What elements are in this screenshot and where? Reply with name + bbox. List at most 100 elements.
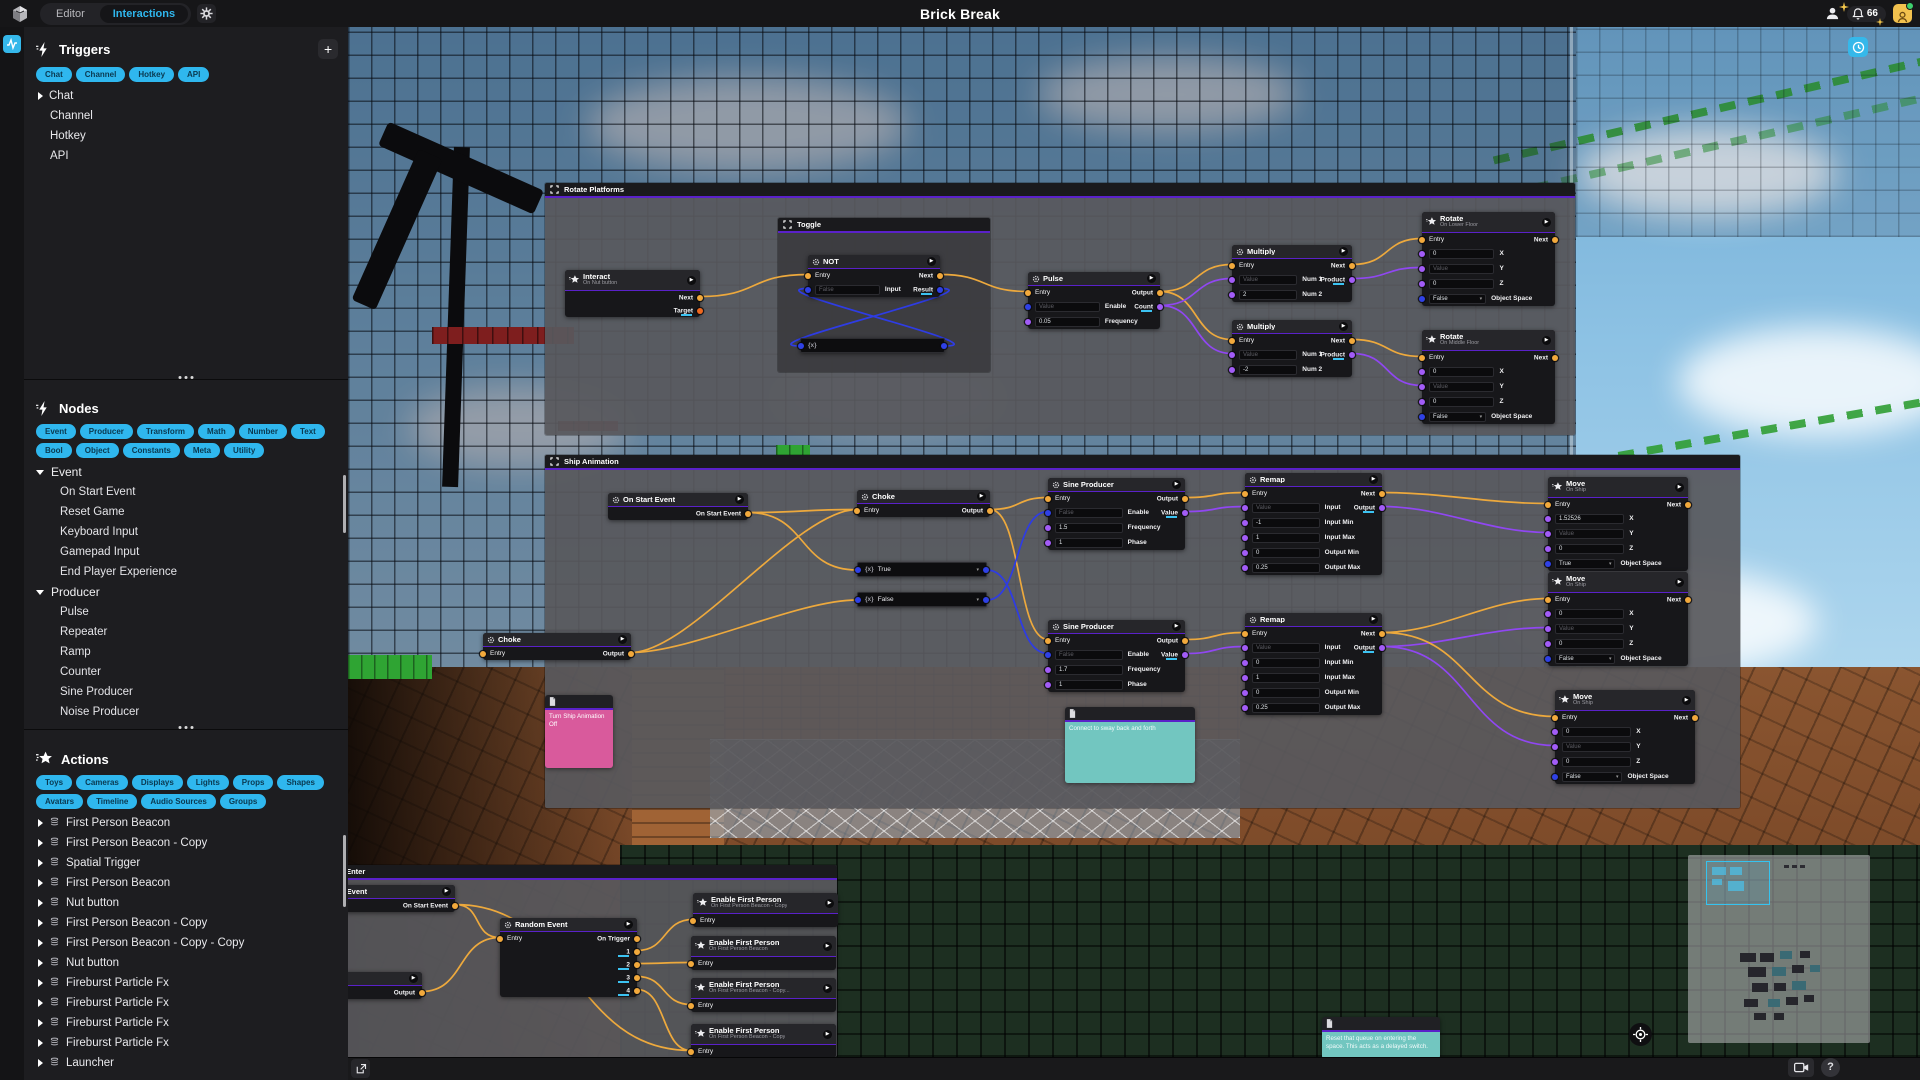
input-port[interactable] bbox=[1025, 319, 1031, 325]
filter-chip[interactable]: Shapes bbox=[277, 775, 323, 790]
trigger-item[interactable]: API bbox=[34, 146, 338, 166]
trigger-item[interactable]: Channel bbox=[34, 106, 338, 126]
output-port[interactable] bbox=[634, 988, 640, 994]
output-port[interactable] bbox=[1182, 638, 1188, 644]
action-item[interactable]: First Person Beacon - Copy - Copy bbox=[34, 933, 338, 953]
avatar[interactable] bbox=[1893, 4, 1912, 23]
filter-chip[interactable]: Meta bbox=[184, 443, 220, 458]
node-header[interactable]: MoveOn Ship▶ bbox=[1548, 572, 1688, 593]
node-header[interactable]: Sine Producer▶ bbox=[1048, 478, 1185, 492]
node-header[interactable]: NOT▶ bbox=[808, 255, 940, 269]
panel-resize-handle[interactable] bbox=[24, 379, 348, 389]
input-port[interactable] bbox=[480, 651, 486, 657]
input-port[interactable] bbox=[1242, 690, 1248, 696]
variable-value[interactable]: False bbox=[878, 596, 894, 603]
input-port[interactable] bbox=[1242, 535, 1248, 541]
graph-node[interactable]: RotateOn Lower Floor▶EntryNext0XValueY0Z… bbox=[1422, 212, 1555, 306]
value-field[interactable]: Value bbox=[1429, 382, 1494, 392]
input-port[interactable] bbox=[1552, 715, 1558, 721]
comment-note[interactable]: Turn Ship Animation Off bbox=[545, 695, 613, 768]
run-node-button[interactable]: ▶ bbox=[1172, 480, 1181, 489]
input-port[interactable] bbox=[1419, 355, 1425, 361]
input-port[interactable] bbox=[1545, 597, 1551, 603]
filter-chip[interactable]: Groups bbox=[220, 794, 266, 809]
value-field[interactable]: 0 bbox=[1252, 658, 1320, 668]
recenter-button[interactable] bbox=[1629, 1023, 1652, 1046]
node-header[interactable]: MoveOn Ship▶ bbox=[1548, 477, 1688, 498]
graph-node[interactable]: Enable First PersonOn First Person Beaco… bbox=[691, 1024, 836, 1058]
export-button[interactable] bbox=[351, 1059, 370, 1078]
value-field[interactable]: 0 bbox=[1429, 397, 1494, 407]
value-field[interactable]: 0.25 bbox=[1252, 563, 1320, 573]
input-port[interactable] bbox=[1045, 510, 1051, 516]
node-category[interactable]: Event bbox=[34, 462, 338, 482]
input-port[interactable] bbox=[1545, 516, 1551, 522]
graph-node[interactable]: MoveOn Ship▶EntryNext1.52526XValueY0ZTru… bbox=[1548, 477, 1688, 571]
help-button[interactable]: ? bbox=[1821, 1058, 1840, 1077]
value-field[interactable]: 0.05 bbox=[1035, 317, 1100, 327]
run-node-button[interactable]: ▶ bbox=[1542, 336, 1551, 345]
action-item[interactable]: Launcher bbox=[34, 1053, 338, 1073]
run-node-button[interactable]: ▶ bbox=[1339, 322, 1348, 331]
output-port[interactable] bbox=[1157, 290, 1163, 296]
expand-arrow-icon[interactable] bbox=[38, 1019, 43, 1027]
value-field[interactable]: False bbox=[1055, 650, 1123, 660]
run-node-button[interactable]: ▶ bbox=[442, 887, 451, 896]
input-port[interactable] bbox=[1545, 641, 1551, 647]
scrollbar[interactable] bbox=[343, 835, 346, 907]
expand-arrow-icon[interactable] bbox=[38, 859, 43, 867]
chevron-down-icon[interactable]: ▾ bbox=[976, 597, 979, 603]
graph-node[interactable]: RotateOn Middle Floor▶EntryNext0XValueY0… bbox=[1422, 330, 1555, 424]
input-port[interactable] bbox=[1545, 561, 1551, 567]
graph-node[interactable]: On Start Event▶On Start Event bbox=[608, 493, 748, 520]
action-item[interactable]: First Person Beacon - Copy bbox=[34, 833, 338, 853]
filter-chip[interactable]: Producer bbox=[80, 424, 133, 439]
value-field[interactable]: -2 bbox=[1239, 365, 1297, 375]
action-item[interactable]: Fireburst Particle Fx bbox=[34, 973, 338, 993]
value-field[interactable]: 0 bbox=[1252, 688, 1320, 698]
value-field[interactable]: 1 bbox=[1055, 538, 1123, 548]
run-node-button[interactable]: ▶ bbox=[624, 920, 633, 929]
node-header[interactable]: Sine Producer▶ bbox=[1048, 620, 1185, 634]
graph-node[interactable]: MoveOn Ship▶EntryNext0XValueY0ZFalse▾Obj… bbox=[1548, 572, 1688, 666]
graph-node[interactable]: Remap▶EntryNextValueInputOutput-1Input M… bbox=[1245, 473, 1382, 575]
value-field[interactable]: Value bbox=[1429, 264, 1494, 274]
expand-arrow-icon[interactable] bbox=[38, 919, 43, 927]
filter-chip[interactable]: Bool bbox=[36, 443, 72, 458]
expand-arrow-icon[interactable] bbox=[38, 879, 43, 887]
input-port[interactable] bbox=[1419, 414, 1425, 420]
dropdown[interactable]: False▾ bbox=[1429, 294, 1486, 304]
value-field[interactable]: False bbox=[1055, 508, 1123, 518]
input-port[interactable] bbox=[1229, 277, 1235, 283]
action-item[interactable]: Spatial Trigger bbox=[34, 853, 338, 873]
run-node-button[interactable]: ▶ bbox=[735, 495, 744, 504]
dropdown[interactable]: False▾ bbox=[1562, 772, 1622, 782]
note-header[interactable] bbox=[1322, 1017, 1440, 1032]
node-header[interactable]: Enable First PersonOn First Person Beaco… bbox=[691, 1024, 836, 1045]
run-node-button[interactable]: ▶ bbox=[977, 492, 986, 501]
input-port[interactable] bbox=[1242, 675, 1248, 681]
node-type-item[interactable]: Reset Game bbox=[34, 502, 338, 522]
run-node-button[interactable]: ▶ bbox=[823, 1030, 832, 1039]
input-port[interactable] bbox=[690, 918, 696, 924]
node-header[interactable]: ▶ bbox=[348, 972, 422, 986]
node-type-item[interactable]: Noise Producer bbox=[34, 702, 338, 722]
note-header[interactable] bbox=[545, 695, 613, 710]
input-port[interactable] bbox=[1419, 399, 1425, 405]
value-field[interactable]: Value bbox=[1035, 302, 1100, 312]
node-header[interactable]: Enable First PersonOn First Person Beaco… bbox=[691, 936, 836, 957]
variable-value[interactable]: True bbox=[878, 566, 891, 573]
output-port[interactable] bbox=[1182, 496, 1188, 502]
filter-chip[interactable]: Timeline bbox=[87, 794, 137, 809]
tab-interactions[interactable]: Interactions bbox=[100, 5, 188, 23]
collapse-arrow-icon[interactable] bbox=[36, 470, 44, 475]
input-port[interactable] bbox=[1242, 520, 1248, 526]
input-port[interactable] bbox=[1229, 292, 1235, 298]
input-port[interactable] bbox=[1419, 369, 1425, 375]
expand-arrow-icon[interactable] bbox=[38, 899, 43, 907]
value-field[interactable]: -1 bbox=[1252, 518, 1320, 528]
run-node-button[interactable]: ▶ bbox=[1369, 615, 1378, 624]
input-port[interactable] bbox=[1545, 611, 1551, 617]
input-port[interactable] bbox=[1419, 237, 1425, 243]
output-port[interactable] bbox=[937, 273, 943, 279]
